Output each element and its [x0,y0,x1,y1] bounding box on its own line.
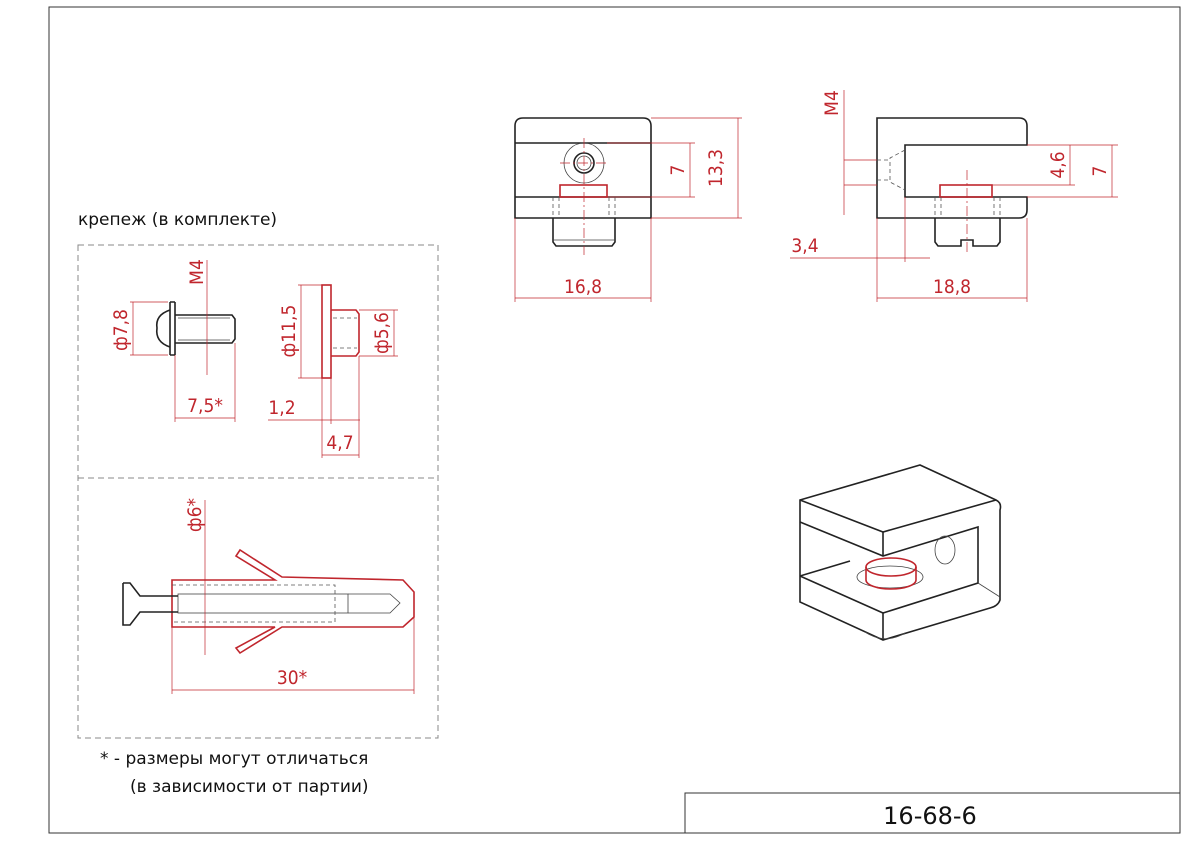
fasteners-heading: крепеж (в комплекте) [78,210,277,230]
dim-side-pad-gap: 4,6 [1047,151,1069,178]
dim-front-width: 16,8 [564,276,602,298]
screw-drawing: M4 ф7,8 7,5* [110,259,236,422]
footnote-line1: * - размеры могут отличаться [100,749,368,769]
dim-washer-length: 4,7 [326,432,353,454]
dim-dowel-length: 30* [277,667,308,689]
dim-front-height: 13,3 [705,149,727,187]
dim-washer-outer: ф11,5 [278,305,300,358]
front-view: 13,3 7 16,8 [514,117,742,302]
dim-side-slot: 7 [1089,166,1111,177]
dim-dowel-diameter: ф6* [184,498,206,532]
drawing-frame [48,6,1181,834]
dim-screw-thread: M4 [186,259,208,285]
dim-side-depth: 18,8 [933,276,971,298]
dim-washer-boss: ф5,6 [371,312,393,354]
title-block: 16-68-6 [684,792,1180,833]
dim-side-thread: M4 [821,90,843,116]
dim-screw-length: 7,5* [187,395,223,417]
dim-washer-flange: 1,2 [268,397,295,419]
drawing-code: 16-68-6 [883,802,977,830]
dim-screw-head: ф7,8 [110,309,132,351]
footnote-line2: (в зависимости от партии) [130,777,369,797]
dim-side-offset: 3,4 [791,235,818,257]
fasteners-box [77,244,439,739]
dowel-drawing: ф6* 30* [122,498,415,694]
washer-drawing: ф11,5 ф5,6 1,2 4,7 [268,284,398,458]
side-view: M4 4,6 7 3,4 18,8 [790,90,1118,302]
dim-front-slot: 7 [667,165,689,176]
isometric-view [799,464,1002,641]
